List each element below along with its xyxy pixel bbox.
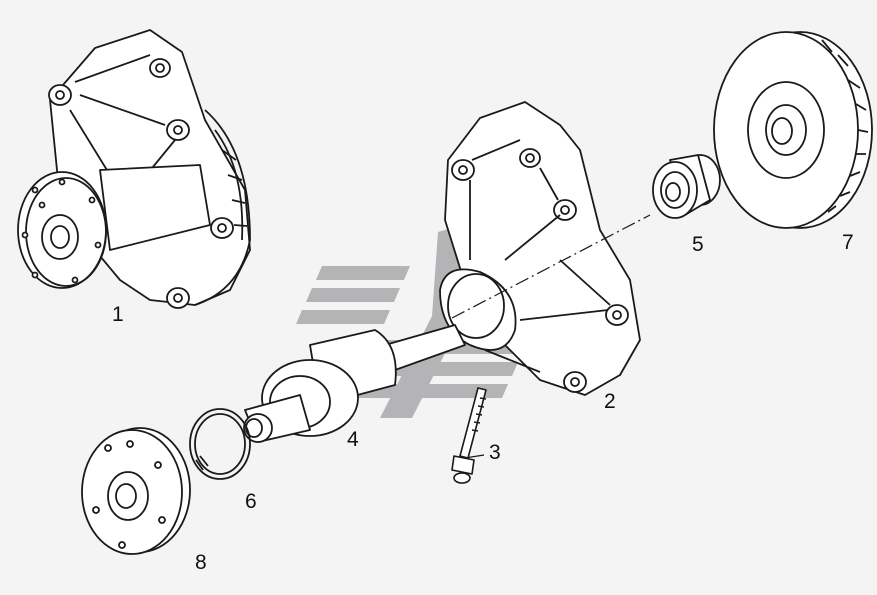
snap-ring xyxy=(189,408,251,480)
callout-6: 6 xyxy=(245,490,257,513)
callout-4: 4 xyxy=(347,428,359,451)
impeller xyxy=(713,31,873,229)
pump-housing xyxy=(439,101,641,396)
bolt xyxy=(451,387,487,484)
pulley-hub xyxy=(81,427,191,555)
leader-lines xyxy=(464,454,485,459)
seal xyxy=(652,154,721,219)
callout-2: 2 xyxy=(604,390,616,413)
callout-5: 5 xyxy=(692,233,704,256)
shaft-bearing xyxy=(243,324,466,443)
callout-1: 1 xyxy=(112,303,124,326)
callout-7: 7 xyxy=(842,231,854,254)
callout-8: 8 xyxy=(195,551,207,574)
callout-3: 3 xyxy=(489,441,501,464)
water-pump-assembly xyxy=(17,29,251,309)
